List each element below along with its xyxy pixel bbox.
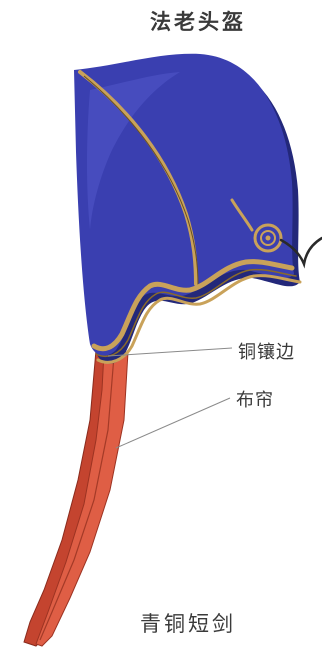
cloth-curtain: [24, 350, 128, 646]
curtain-leader-line: [116, 398, 230, 448]
figure-title: 法老头盔: [150, 6, 246, 36]
next-item-caption: 青铜短剑: [140, 608, 236, 638]
curtain-label: 布帘: [236, 386, 274, 412]
rim-label: 铜镶边: [238, 338, 295, 364]
